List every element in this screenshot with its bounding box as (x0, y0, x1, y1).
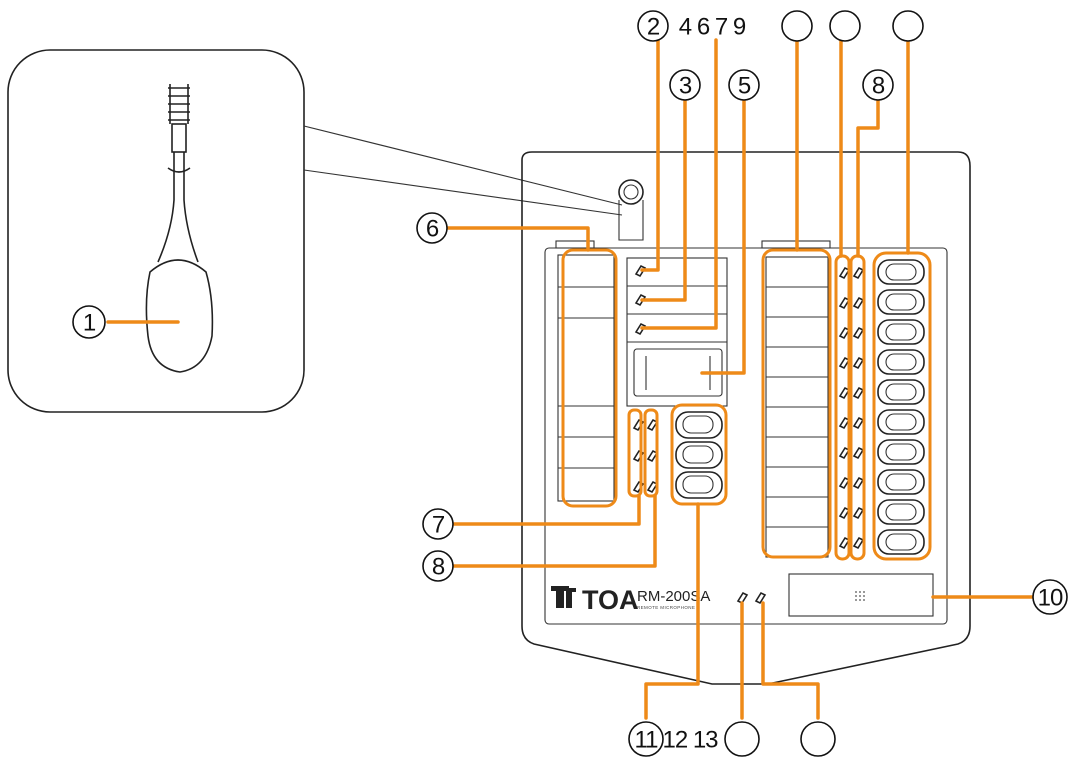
zone-key-column (765, 256, 829, 558)
highlight-boxes (561, 248, 932, 561)
svg-text:3: 3 (679, 73, 692, 100)
callout-6: 6 (416, 212, 448, 244)
callout-blank-5 (800, 721, 836, 757)
callout-8-top: 8 (862, 69, 894, 101)
svg-text:10: 10 (1038, 585, 1063, 612)
model-subtitle: REMOTE MICROPHONE (637, 605, 695, 610)
callout-blank-4 (724, 721, 760, 757)
callout-12-13: 12 13 (662, 727, 718, 754)
microphone-inset (7, 49, 623, 413)
callout-blank-3 (892, 10, 924, 42)
callout-2: 2 (637, 10, 669, 42)
console-body (521, 151, 971, 685)
centre-led-indicators (634, 264, 647, 336)
callout-blank-2 (829, 10, 861, 42)
callout-3: 3 (669, 69, 701, 101)
callout-5: 5 (728, 69, 760, 101)
microphone-gooseneck-drawing (145, 84, 214, 373)
svg-text:11: 11 (635, 727, 659, 754)
left-key-column (557, 254, 615, 502)
model-name: RM-200SA (637, 588, 710, 605)
leader-lines (106, 38, 1036, 720)
microphone-socket (618, 179, 644, 241)
svg-text:8: 8 (872, 73, 885, 100)
callout-10: 10 (1032, 579, 1068, 615)
zone-select-keys (877, 259, 925, 555)
callout-7: 7 (422, 508, 454, 540)
callout-blank-1 (781, 10, 813, 42)
svg-text:2: 2 (647, 14, 660, 41)
callout-4-6-7-9: 4 6 7 9 (679, 14, 746, 41)
callout-11: 11 (628, 721, 664, 757)
svg-text:6: 6 (426, 216, 439, 243)
brand-wordmark: TOA (582, 585, 639, 615)
svg-text:5: 5 (738, 73, 751, 100)
svg-text:1: 1 (83, 310, 96, 337)
function-keys (675, 411, 723, 499)
callout-1: 1 (72, 305, 106, 339)
svg-text:8: 8 (432, 554, 445, 581)
svg-text:7: 7 (432, 512, 445, 539)
label-card-window (788, 573, 934, 617)
callout-8-left: 8 (422, 550, 454, 582)
brand-logo-mark (551, 586, 576, 608)
